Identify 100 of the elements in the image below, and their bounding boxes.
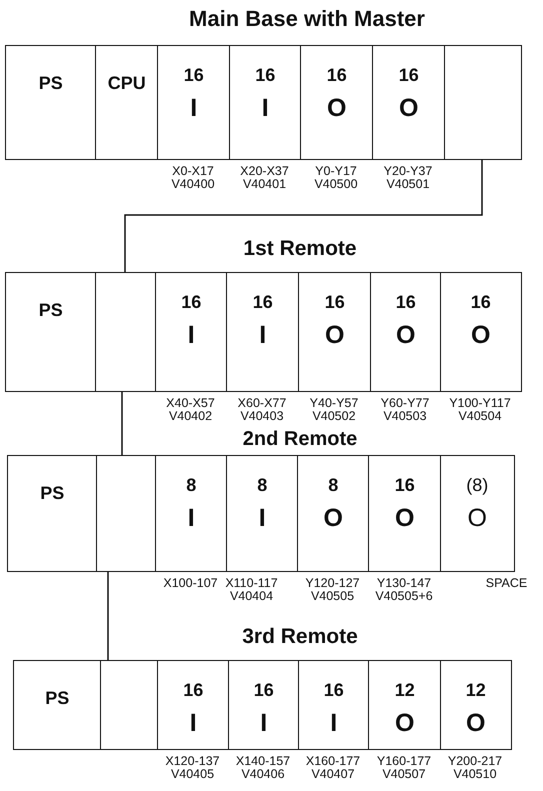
address-label: X40-X57 <box>166 397 215 410</box>
io-type: I <box>259 323 266 348</box>
address-label: V40405 <box>170 768 214 780</box>
point-count: 16 <box>252 293 273 311</box>
point-count: 8 <box>186 476 196 494</box>
address-label: V40402 <box>168 410 212 422</box>
address-label: X100-107 <box>163 577 218 590</box>
rack-title: 1st Remote <box>243 238 357 259</box>
io-type: O <box>395 506 414 531</box>
module-slot <box>95 45 158 160</box>
address-label: V40400 <box>171 178 215 190</box>
address-label: Y0-Y17 <box>315 165 357 178</box>
address-label: V40505+6 <box>375 590 433 602</box>
io-type: I <box>188 506 195 531</box>
module-slot <box>228 660 300 750</box>
module-slot <box>7 455 98 572</box>
module-slot <box>298 272 372 392</box>
module-slot <box>155 455 228 572</box>
io-type: O <box>396 323 416 348</box>
rack-title: Main Base with Master <box>189 8 425 30</box>
module-label: PS <box>38 301 63 319</box>
point-count: 8 <box>257 476 268 494</box>
io-type: O <box>395 711 414 736</box>
module-slot <box>226 272 300 392</box>
module-slot <box>297 455 370 572</box>
address-label: Y200-217 <box>448 755 502 768</box>
module-slot <box>226 455 298 572</box>
module-slot <box>157 660 230 750</box>
module-slot <box>368 455 442 572</box>
io-type: I <box>258 506 266 531</box>
base-rack <box>7 429 513 572</box>
io-type: I <box>260 711 268 736</box>
point-count: 16 <box>470 293 491 311</box>
address-label: V40505 <box>310 590 354 602</box>
io-type: O <box>327 96 346 121</box>
point-count: 16 <box>254 681 274 699</box>
address-label: X160-177 <box>306 755 360 768</box>
address-label: V40507 <box>382 768 426 780</box>
point-count: 16 <box>184 66 204 84</box>
address-label: Y160-177 <box>376 755 432 768</box>
point-count: 16 <box>181 293 202 311</box>
address-label: V40407 <box>311 768 355 780</box>
address-label: X20-X37 <box>240 165 289 178</box>
io-type: O <box>399 96 418 121</box>
cable-line <box>121 392 123 455</box>
address-label: V40404 <box>230 590 274 602</box>
io-type: O <box>471 323 490 348</box>
address-label: X0-X17 <box>172 165 214 178</box>
point-count: 12 <box>394 681 415 699</box>
point-count: 16 <box>183 681 204 699</box>
address-label: V40500 <box>314 178 358 190</box>
io-type: O <box>466 711 486 736</box>
module-slot <box>155 272 228 392</box>
io-type: I <box>188 323 195 348</box>
base-rack <box>13 626 510 750</box>
io-type: I <box>190 711 197 736</box>
module-slot <box>370 272 442 392</box>
io-type: O <box>324 506 343 531</box>
address-label: Y20-Y37 <box>384 165 432 178</box>
module-slot <box>440 660 512 750</box>
module-slot <box>368 660 442 750</box>
point-count: 16 <box>396 293 416 311</box>
io-type: O <box>325 323 344 348</box>
address-label: V40510 <box>453 768 497 780</box>
module-slot <box>440 272 522 392</box>
address-label: V40406 <box>241 768 285 780</box>
address-label: V40403 <box>240 410 284 422</box>
point-count: 12 <box>466 681 486 699</box>
point-count: 16 <box>398 66 419 84</box>
point-count: 16 <box>324 293 345 311</box>
address-label: X120-137 <box>165 755 220 768</box>
base-rack <box>5 8 520 160</box>
cable-line <box>124 160 483 272</box>
cable-line <box>107 572 109 660</box>
empty-slot <box>444 45 522 160</box>
io-type: I <box>262 96 269 121</box>
module-label: PS <box>38 74 63 92</box>
address-label: V40501 <box>386 178 430 190</box>
rack-title: 3rd Remote <box>242 626 358 647</box>
module-slot <box>372 45 446 160</box>
empty-slot <box>95 272 156 392</box>
address-label: X60-X77 <box>238 397 286 410</box>
address-label: Y100-Y117 <box>449 397 511 410</box>
address-label: Y130-147 <box>376 577 432 590</box>
module-slot <box>300 45 374 160</box>
empty-slot <box>96 455 156 572</box>
module-label: PS <box>40 484 64 502</box>
module-slot <box>157 45 230 160</box>
rack-title: 2nd Remote <box>242 429 358 449</box>
address-label: SPACE <box>486 577 528 590</box>
module-label: CPU <box>108 74 146 92</box>
module-label: PS <box>45 689 70 707</box>
point-count: 16 <box>255 66 276 84</box>
module-slot <box>229 45 302 160</box>
io-type: I <box>190 96 198 121</box>
module-slot <box>5 45 96 160</box>
io-type: O <box>468 506 487 531</box>
address-label: X110-117 <box>225 577 278 590</box>
point-count: 16 <box>324 681 344 699</box>
address-label: Y40-Y57 <box>310 397 358 410</box>
